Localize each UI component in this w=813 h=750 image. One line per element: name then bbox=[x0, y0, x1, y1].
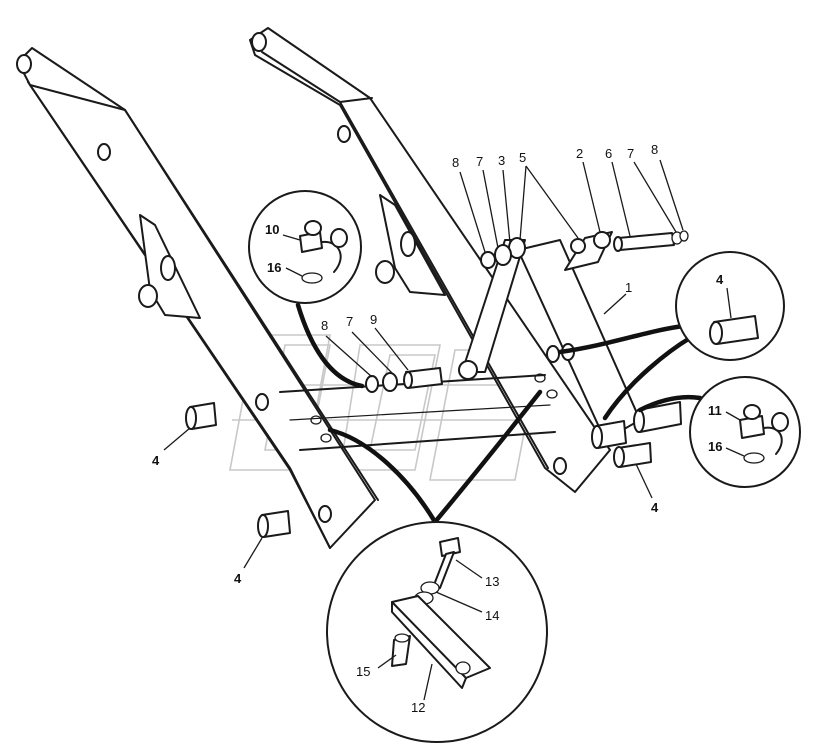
label-10: 10 bbox=[265, 222, 279, 237]
main-labels: 8 7 3 5 2 6 7 8 1 8 7 9 4 4 4 bbox=[152, 142, 659, 586]
label-8-middle: 8 bbox=[321, 318, 328, 333]
label-2: 2 bbox=[576, 146, 583, 161]
bushings bbox=[185, 401, 682, 538]
label-8-top-right: 8 bbox=[651, 142, 658, 157]
label-7-middle: 7 bbox=[346, 314, 353, 329]
bellcrank-assembly bbox=[365, 230, 689, 441]
label-7-top-right: 7 bbox=[627, 146, 634, 161]
label-14: 14 bbox=[485, 608, 499, 623]
detail-grease-nipple-right: 11 16 bbox=[689, 376, 801, 488]
label-13: 13 bbox=[485, 574, 499, 589]
label-16-left: 16 bbox=[267, 260, 281, 275]
main-leaders bbox=[163, 159, 684, 569]
detail-bushing-right: 4 bbox=[675, 251, 785, 361]
label-1: 1 bbox=[625, 280, 632, 295]
label-12: 12 bbox=[411, 700, 425, 715]
label-4-bottom: 4 bbox=[234, 571, 242, 586]
left-boom-arm bbox=[16, 47, 379, 549]
detail-callout-cables bbox=[295, 302, 703, 525]
label-7-top-left: 7 bbox=[476, 154, 483, 169]
label-16-right: 16 bbox=[708, 439, 722, 454]
label-9: 9 bbox=[370, 312, 377, 327]
label-15: 15 bbox=[356, 664, 370, 679]
label-6: 6 bbox=[605, 146, 612, 161]
label-5: 5 bbox=[519, 150, 526, 165]
label-3: 3 bbox=[498, 153, 505, 168]
label-4-right: 4 bbox=[651, 500, 659, 515]
label-8-top-left: 8 bbox=[452, 155, 459, 170]
detail-mounting-plate: 13 14 15 12 bbox=[326, 521, 548, 743]
label-4-left: 4 bbox=[152, 453, 160, 468]
detail-grease-nipple-left: 10 16 bbox=[248, 190, 362, 304]
label-4-detail: 4 bbox=[716, 272, 724, 287]
label-11: 11 bbox=[708, 403, 722, 418]
